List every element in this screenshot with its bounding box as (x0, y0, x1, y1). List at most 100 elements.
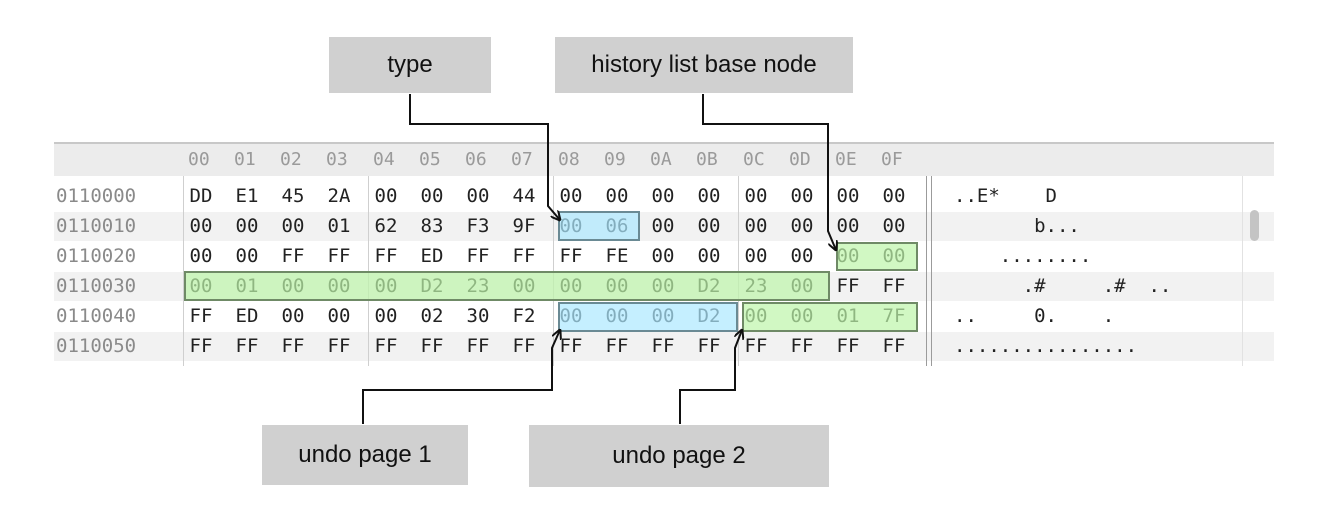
ascii-column[interactable]: ........ (954, 245, 1092, 267)
column-header-label: 0F (881, 149, 903, 170)
hex-byte[interactable]: FF (790, 335, 814, 357)
hex-byte[interactable]: 00 (790, 215, 814, 237)
hex-byte[interactable]: FF (697, 335, 721, 357)
hex-byte[interactable]: 00 (466, 185, 490, 207)
hex-byte[interactable]: 00 (327, 305, 351, 327)
hex-byte[interactable]: FF (281, 335, 305, 357)
hex-byte[interactable]: 62 (374, 215, 398, 237)
hex-row: 01100200000FFFFFFEDFFFFFFFE000000000000 … (54, 242, 1274, 271)
hex-byte[interactable]: 2A (327, 185, 351, 207)
hex-byte[interactable]: FE (605, 245, 629, 267)
ascii-column[interactable]: .# .# .. (954, 275, 1172, 297)
hex-byte[interactable]: FF (512, 245, 536, 267)
hex-byte[interactable]: FF (882, 335, 906, 357)
row-address: 0110020 (56, 245, 137, 267)
column-header-label: 04 (373, 149, 395, 170)
hex-byte[interactable]: 00 (559, 185, 583, 207)
hex-byte[interactable]: FF (882, 275, 906, 297)
hex-byte[interactable]: FF (374, 335, 398, 357)
ascii-column[interactable]: .. 0. . (954, 305, 1115, 327)
hex-byte[interactable]: 00 (697, 185, 721, 207)
hex-byte[interactable]: 00 (790, 185, 814, 207)
hex-byte[interactable]: 00 (651, 245, 675, 267)
hex-byte[interactable]: 02 (420, 305, 444, 327)
hex-byte[interactable]: 00 (744, 245, 768, 267)
hex-byte[interactable]: 00 (189, 215, 213, 237)
hex-byte[interactable]: 00 (836, 215, 860, 237)
column-header-label: 0E (835, 149, 857, 170)
hex-byte[interactable]: FF (836, 275, 860, 297)
column-header-label: 08 (558, 149, 580, 170)
hex-byte[interactable]: FF (281, 245, 305, 267)
hex-byte[interactable]: 00 (235, 215, 259, 237)
hex-byte[interactable]: 00 (697, 245, 721, 267)
hex-byte[interactable]: 9F (512, 215, 536, 237)
ascii-column[interactable]: ..E* D (954, 185, 1057, 207)
hex-byte[interactable]: 00 (374, 185, 398, 207)
column-header-label: 0C (743, 149, 765, 170)
hex-byte[interactable]: E1 (235, 185, 259, 207)
hex-byte[interactable]: FF (559, 245, 583, 267)
hex-byte[interactable]: 00 (420, 185, 444, 207)
hex-byte[interactable]: 00 (235, 245, 259, 267)
hex-byte[interactable]: F2 (512, 305, 536, 327)
column-header-label: 00 (188, 149, 210, 170)
hex-byte[interactable]: 00 (790, 245, 814, 267)
hex-byte[interactable]: 00 (882, 185, 906, 207)
hex-byte[interactable]: 00 (605, 185, 629, 207)
hex-byte[interactable]: FF (420, 335, 444, 357)
hex-byte[interactable]: 00 (189, 245, 213, 267)
callout-undo-page-1: undo page 1 (262, 425, 468, 485)
column-header-label: 03 (326, 149, 348, 170)
ascii-column[interactable]: ................ (954, 335, 1138, 357)
hex-byte[interactable]: FF (836, 335, 860, 357)
scrollbar-thumb[interactable] (1250, 210, 1259, 241)
hex-byte[interactable]: FF (512, 335, 536, 357)
hex-byte[interactable]: FF (466, 335, 490, 357)
hex-byte[interactable]: 00 (882, 215, 906, 237)
hex-byte[interactable]: ED (420, 245, 444, 267)
hex-byte[interactable]: FF (189, 335, 213, 357)
hex-byte[interactable]: FF (235, 335, 259, 357)
hex-byte[interactable]: 00 (697, 215, 721, 237)
hex-row: 0110010000000016283F39F0006000000000000 … (54, 212, 1274, 241)
hex-byte[interactable]: 45 (281, 185, 305, 207)
highlight-undo-page-2 (742, 302, 918, 332)
hex-byte[interactable]: ED (235, 305, 259, 327)
hex-byte[interactable]: 00 (651, 215, 675, 237)
hex-byte[interactable]: FF (466, 245, 490, 267)
hex-byte[interactable]: FF (327, 245, 351, 267)
hex-byte[interactable]: FF (744, 335, 768, 357)
hex-byte[interactable]: 01 (327, 215, 351, 237)
hex-byte[interactable]: 00 (744, 215, 768, 237)
hex-row: 0110050 FF FF FF FF FF FF FF FF FF FF FF FF FF FF FF FF.… (54, 332, 1274, 361)
column-header-label: 01 (234, 149, 256, 170)
row-address: 0110050 (56, 335, 137, 357)
hex-byte[interactable]: 00 (281, 215, 305, 237)
hex-byte[interactable]: 00 (744, 185, 768, 207)
ascii-column[interactable]: b... (954, 215, 1080, 237)
hex-byte[interactable]: 44 (512, 185, 536, 207)
callout-history-list-base-node: history list base node (555, 37, 853, 93)
hex-byte[interactable]: FF (374, 245, 398, 267)
hex-byte[interactable]: FF (189, 305, 213, 327)
hex-byte[interactable]: 83 (420, 215, 444, 237)
column-header-label: 02 (280, 149, 302, 170)
hex-byte[interactable]: FF (651, 335, 675, 357)
hex-byte[interactable]: 00 (836, 185, 860, 207)
column-header-label: 06 (465, 149, 487, 170)
highlight-history-base-node-a (836, 242, 918, 271)
column-header-label: 09 (604, 149, 626, 170)
hex-byte[interactable]: DD (189, 185, 213, 207)
hex-byte[interactable]: 00 (374, 305, 398, 327)
hex-byte[interactable]: FF (605, 335, 629, 357)
hex-byte[interactable]: FF (327, 335, 351, 357)
callout-undo-page-2: undo page 2 (529, 425, 829, 487)
hex-byte[interactable]: 00 (281, 305, 305, 327)
hex-byte[interactable]: 00 (651, 185, 675, 207)
hex-byte[interactable]: F3 (466, 215, 490, 237)
hex-byte[interactable]: 30 (466, 305, 490, 327)
hex-byte[interactable]: FF (559, 335, 583, 357)
